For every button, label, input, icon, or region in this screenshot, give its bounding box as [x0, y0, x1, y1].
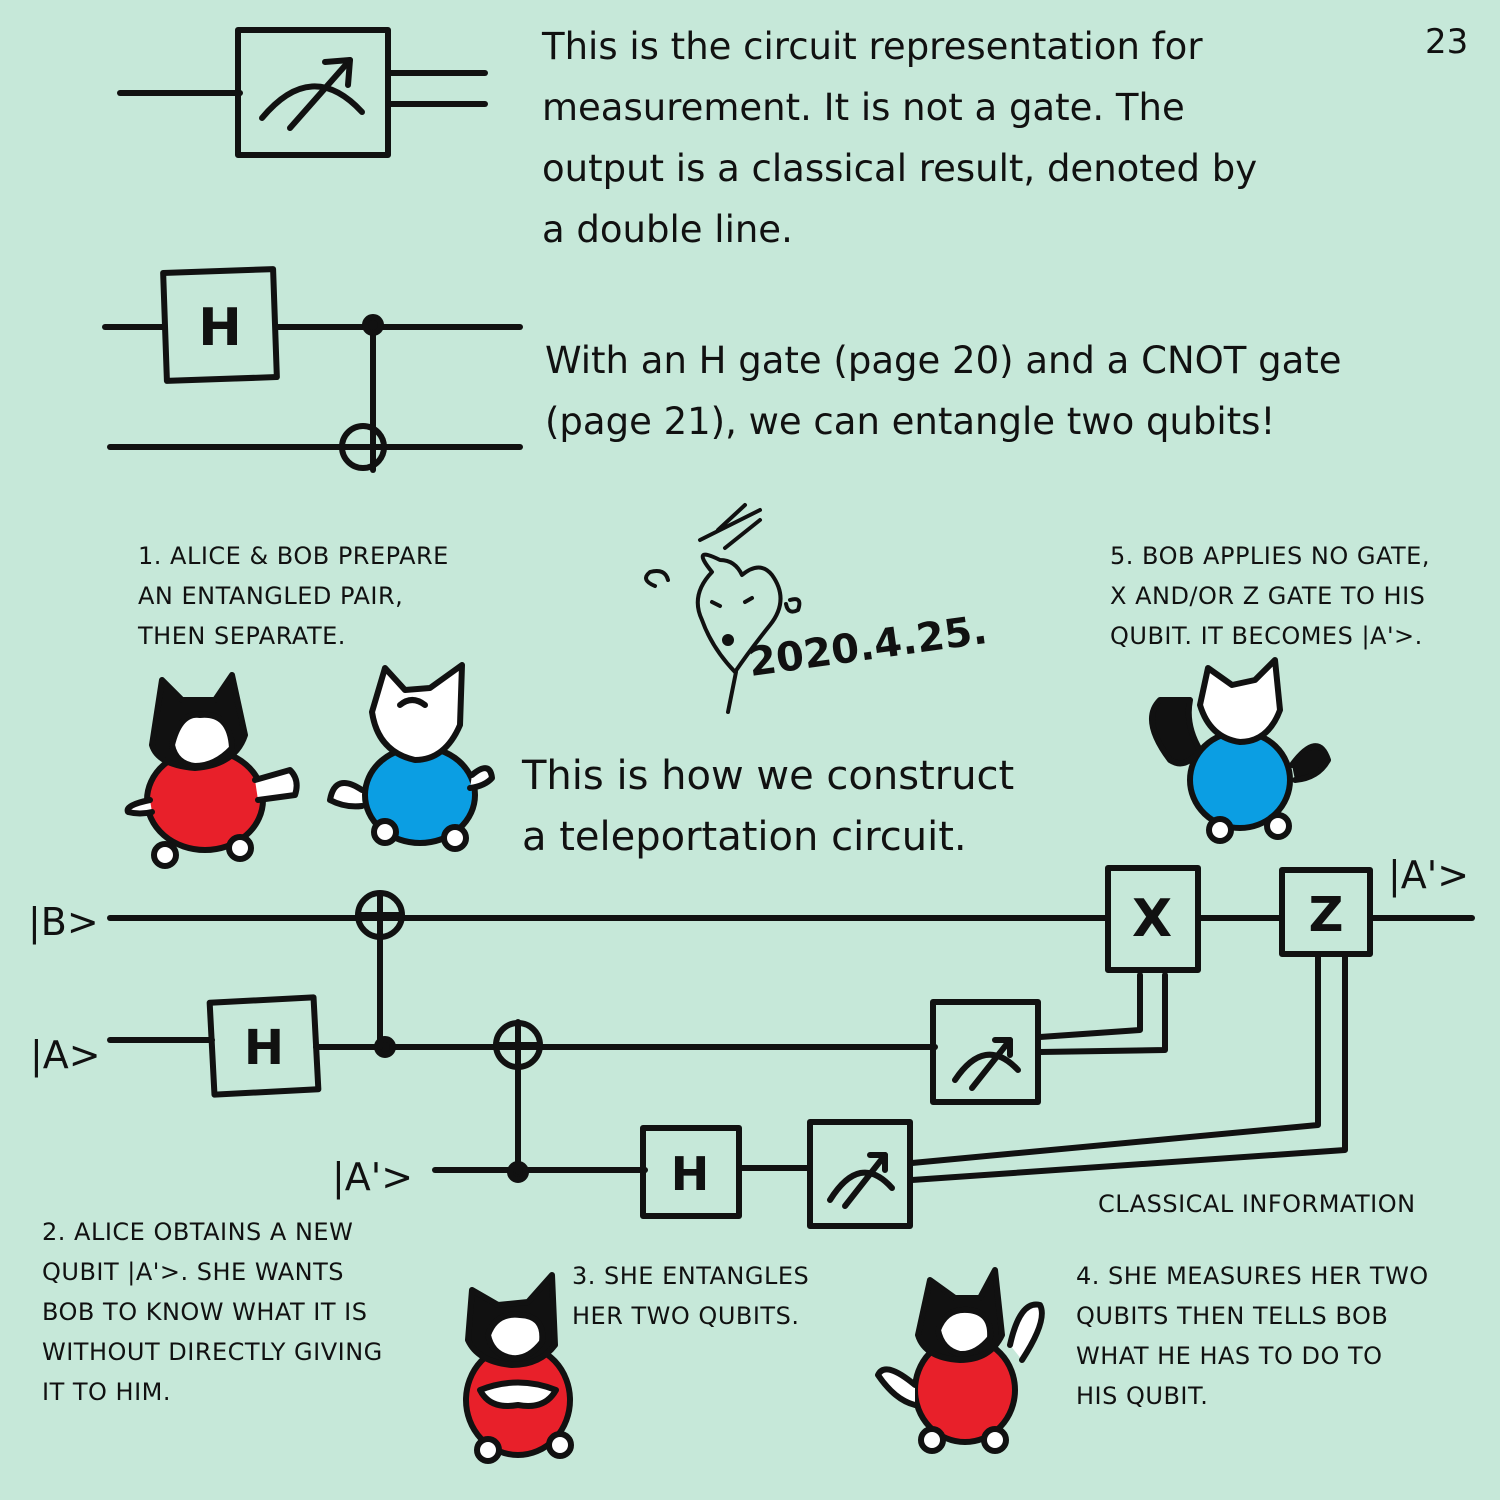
alice-cat-3: [463, 1272, 574, 1464]
page-number: 23: [1425, 22, 1469, 62]
bob-cat-5: [1149, 657, 1331, 844]
signature-doodle: [644, 503, 802, 714]
step-3-text: 3. SHE ENTANGLES HER TWO QUBITS.: [572, 1262, 810, 1330]
meter-icon-a-prime: [827, 1152, 895, 1209]
teleportation-circuit: [107, 890, 1475, 1183]
gate-x: X: [1132, 889, 1172, 949]
step-2-text: 2. ALICE OBTAINS A NEW QUBIT |A'>. SHE W…: [42, 1218, 383, 1406]
teleport-description: This is how we construct a teleportation…: [522, 753, 1015, 860]
entangling-circuit: [102, 266, 523, 473]
entangle-description: With an H gate (page 20) and a CNOT gate…: [545, 339, 1342, 443]
alice-cat-1: [124, 672, 300, 869]
bob-cat-1: [327, 662, 495, 852]
qubit-label-a: |A>: [30, 1033, 101, 1078]
meter-icon: [259, 57, 365, 131]
meter-icon-a: [952, 1037, 1021, 1091]
gate-z: Z: [1309, 887, 1344, 943]
step-4-text: 4. SHE MEASURES HER TWO QUBITS THEN TELL…: [1076, 1262, 1429, 1410]
qubit-label-b: |B>: [28, 900, 99, 945]
classical-information-label: CLASSICAL INFORMATION: [1098, 1190, 1416, 1218]
gate-h-a-prime: H: [671, 1147, 710, 1201]
qubit-label-a-prime-in: |A'>: [332, 1155, 413, 1200]
step-1-text: 1. ALICE & BOB PREPARE AN ENTANGLED PAIR…: [138, 542, 449, 650]
alice-cat-4: [875, 1267, 1045, 1454]
qubit-label-a-prime-out: |A'>: [1388, 853, 1469, 898]
step-5-text: 5. BOB APPLIES NO GATE, X AND/OR Z GATE …: [1110, 542, 1430, 650]
gate-h-a: H: [244, 1020, 284, 1076]
measurement-symbol: [117, 27, 488, 158]
gate-h-entangle: H: [198, 298, 242, 358]
measurement-description: This is the circuit representation for m…: [542, 25, 1258, 251]
